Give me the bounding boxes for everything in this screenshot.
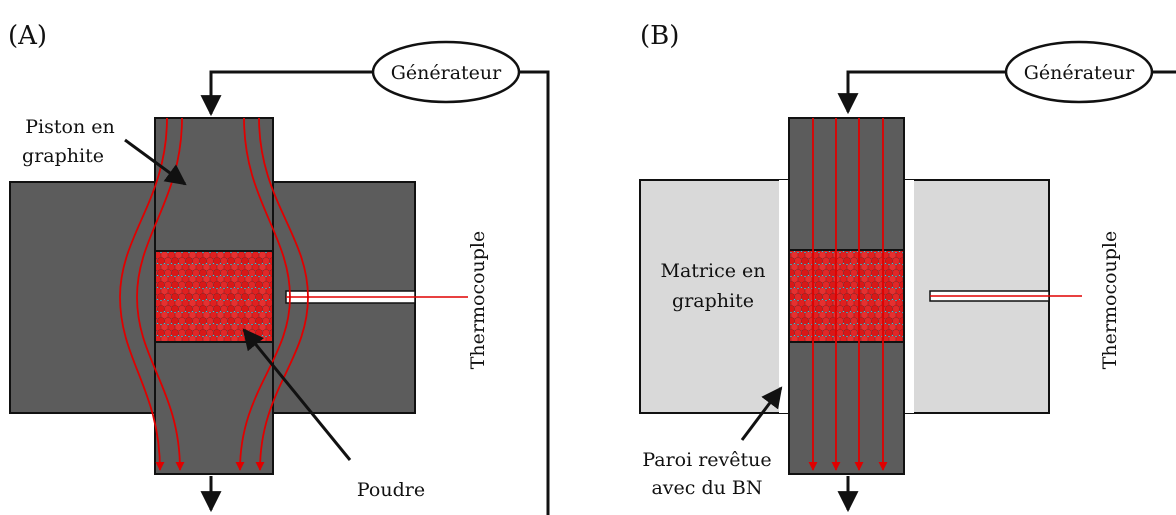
panel-b-generator <box>1004 40 1154 104</box>
panel-a-label: (A) <box>8 21 47 51</box>
panel-a-piston-label-2: graphite <box>22 145 104 167</box>
panel-a-piston-pointer <box>124 138 187 186</box>
panel-b-wall-label-1: Paroi revêtue <box>642 449 771 471</box>
panel-b-label: (B) <box>640 21 679 51</box>
panel-a-generator-label: Générateur <box>391 62 502 84</box>
panel-a-powder-pointer <box>242 328 352 461</box>
panel-b-matrix-label-2: graphite <box>672 290 754 312</box>
panel-b-thermocouple-label: Thermocouple <box>1099 231 1121 370</box>
panel-b-wall-label-2: avec du BN <box>651 477 762 499</box>
panel-b: (B) Générateur Thermocouple Matrice en <box>639 21 1176 513</box>
panel-a-powder-label: Poudre <box>357 479 425 501</box>
panel-a-current-line <box>119 117 168 471</box>
panel-b-wall-pointer <box>740 386 783 441</box>
panel-b-current-lines <box>808 118 888 471</box>
panel-a-circuit-wire-right <box>520 70 550 515</box>
panel-a: (A) Générateur Thermocouple Piston en gr… <box>8 21 550 515</box>
panel-a-piston-label-1: Piston en <box>25 116 114 138</box>
panel-b-matrix-label-1: Matrice en <box>661 260 766 282</box>
panel-a-generator <box>371 40 521 104</box>
panel-b-powder <box>788 249 905 343</box>
panel-a-current-line <box>235 117 291 471</box>
panel-a-thermocouple-label: Thermocouple <box>467 231 489 370</box>
panel-a-powder <box>154 250 274 343</box>
panel-b-bn-wall-left <box>779 180 789 413</box>
panel-a-circuit-wire <box>209 70 372 95</box>
panel-a-current-line <box>255 117 309 471</box>
panel-b-bn-wall-right <box>904 180 914 413</box>
panel-b-circuit-wire <box>846 70 1006 95</box>
panel-b-generator-label: Générateur <box>1024 62 1135 84</box>
